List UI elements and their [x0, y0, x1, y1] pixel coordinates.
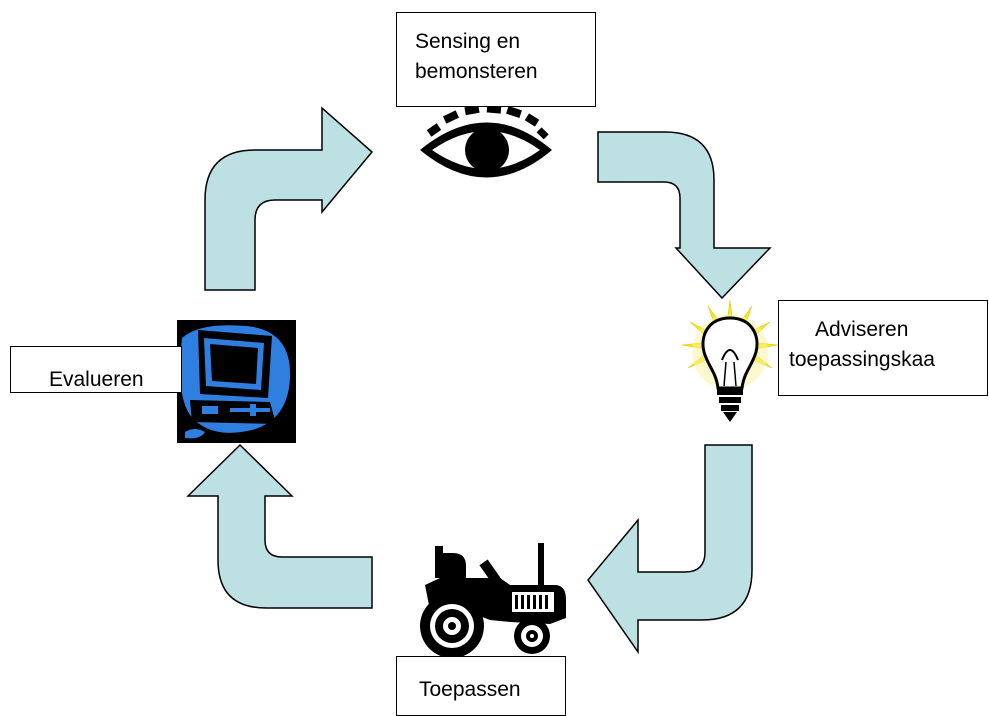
- apply-label-box: Toepassen: [396, 656, 566, 716]
- arrow-advise-to-apply: [587, 444, 753, 655]
- sensing-label-line2: bemonsteren: [415, 60, 538, 84]
- apply-label: Toepassen: [419, 678, 521, 701]
- arrow-apply-to-evaluate: [186, 443, 373, 609]
- advise-label-line2: toepassingskaa: [789, 348, 935, 372]
- sensing-label-box: Sensing en bemonsteren: [396, 12, 596, 107]
- sensing-label-line1: Sensing en: [415, 30, 521, 53]
- eye-icon: [420, 104, 552, 178]
- advise-label-line1: Adviseren: [815, 318, 909, 341]
- tractor-icon: [420, 543, 566, 658]
- evaluate-label: Evalueren: [49, 368, 144, 391]
- evaluate-label-box: Evalueren: [10, 346, 182, 393]
- advise-label-box: Adviseren toepassingskaa: [778, 300, 988, 396]
- computer-icon: [177, 320, 296, 443]
- lightbulb-icon: [681, 299, 779, 422]
- arrow-evaluate-to-sensing: [204, 106, 374, 291]
- arrow-sensing-to-advise: [597, 131, 772, 300]
